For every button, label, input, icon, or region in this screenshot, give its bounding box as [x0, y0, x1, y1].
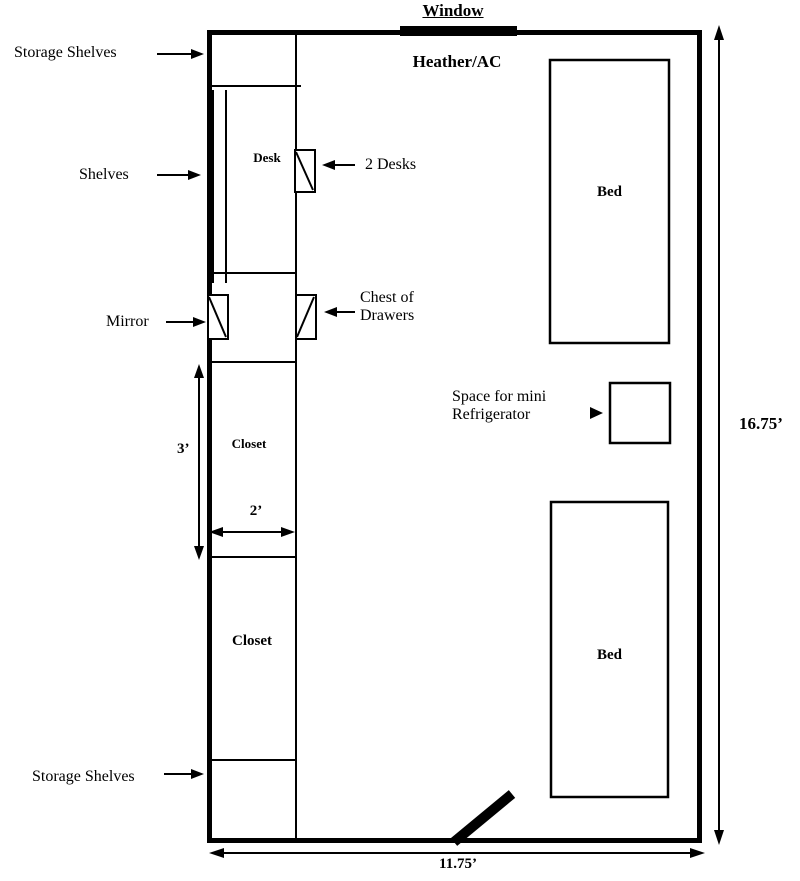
desk-chair-diagonal: [295, 151, 314, 191]
bed-top-box: [548, 58, 671, 345]
room-width-arrow: [209, 848, 705, 858]
bed-bottom-box: [549, 500, 670, 799]
room-height-label: 16.75’: [739, 414, 783, 433]
two-desks-arrow: [322, 160, 355, 170]
storage-shelves-bottom-label: Storage Shelves: [32, 768, 135, 785]
door-symbol: [450, 790, 516, 846]
chest-of-drawers-label: Chest of Drawers: [360, 289, 415, 325]
heater-ac-label: Heather/AC: [412, 52, 502, 71]
fridge-box: [608, 381, 672, 445]
closet-height-label: 3’: [177, 441, 190, 457]
closet-width-label: 2’: [249, 503, 263, 519]
window-label: Window: [422, 1, 484, 20]
desk-label: Desk: [253, 150, 281, 165]
bed-top-label: Bed: [596, 184, 622, 200]
chest-of-drawers-arrow: [324, 307, 355, 317]
mirror-diagonal: [208, 296, 227, 338]
closet-lower-label: Closet: [232, 633, 272, 649]
mirror-label: Mirror: [106, 313, 149, 330]
storage-shelves-top-arrow: [157, 49, 204, 59]
chest-of-drawers-diagonal: [296, 296, 315, 338]
window-symbol: [400, 26, 517, 36]
storage-shelves-top-label: Storage Shelves: [14, 44, 117, 61]
bed-bottom-label: Bed: [596, 647, 622, 663]
fridge-label: Space for mini Refrigerator: [452, 388, 547, 424]
shelves-label: Shelves: [79, 166, 129, 183]
fridge-arrow: [590, 407, 603, 419]
shelves-arrow: [157, 170, 201, 180]
storage-shelves-bottom-arrow: [164, 769, 204, 779]
room-width-label: 11.75’: [439, 856, 477, 872]
room-height-arrow: [714, 25, 724, 845]
mirror-arrow: [166, 317, 206, 327]
two-desks-label: 2 Desks: [365, 156, 417, 173]
closet-width-arrow: [209, 527, 295, 537]
closet-upper-label: Closet: [231, 436, 267, 451]
closet-height-arrow: [194, 364, 204, 560]
